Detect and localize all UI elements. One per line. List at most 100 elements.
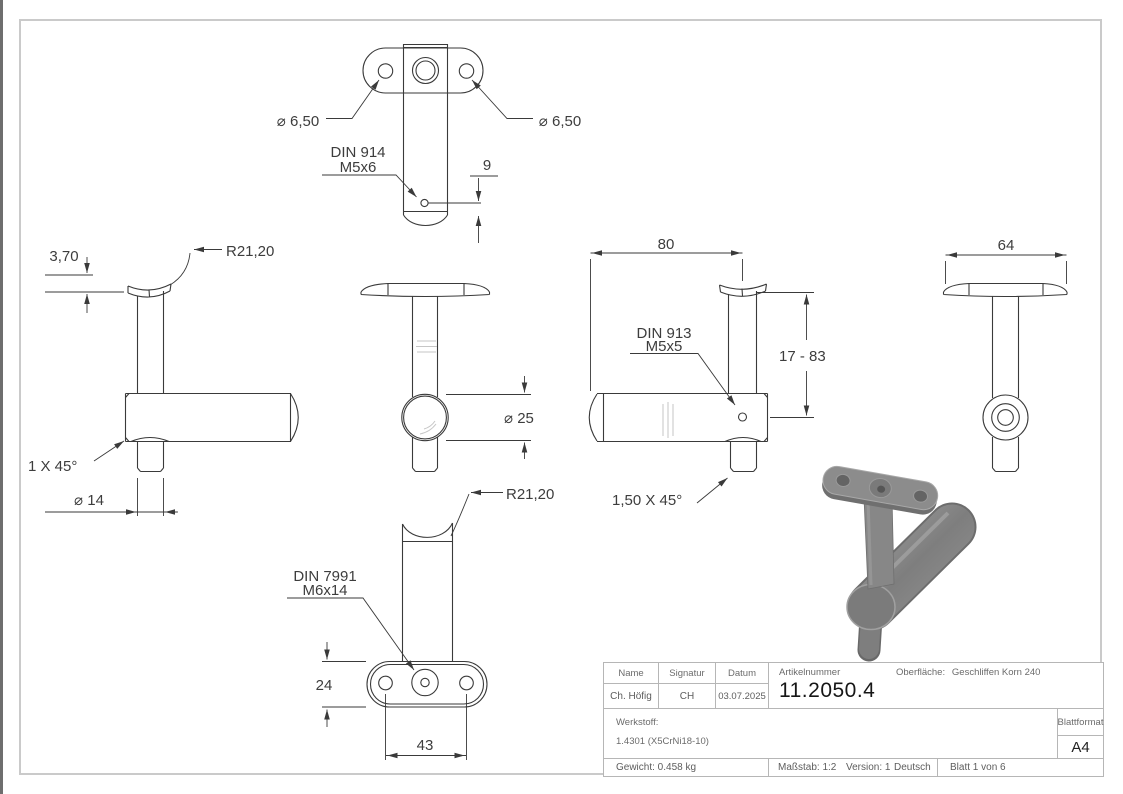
tube-marks (662, 402, 674, 438)
signature-header: Signatur (659, 663, 716, 684)
tube-end-outer (982, 394, 1029, 441)
dim-offset: 9 (483, 157, 491, 174)
post-edges (727, 291, 758, 393)
dim-diameter: ⌀ 25 (504, 410, 534, 427)
plate-hole-right (913, 489, 929, 503)
dim-length: 80 (658, 236, 675, 253)
sheet-format-header: Blattformat (1057, 709, 1103, 736)
cap-outline (360, 282, 491, 298)
tube-end-outer (401, 393, 449, 442)
dim-hole-spacing: 43 (417, 737, 434, 754)
dim64-extensions (945, 261, 1067, 284)
din914-label: DIN 914 (330, 144, 385, 161)
saddle-outline (127, 283, 172, 298)
material-value: 1.4301 (X5CrNi18-10) (616, 736, 709, 747)
post-edges (136, 291, 165, 393)
signature-value: CH (659, 684, 716, 709)
right-hole (458, 63, 475, 79)
article-number-label: Artikelnummer (779, 667, 841, 678)
post-marks (416, 340, 437, 353)
dim-thickness: 3,70 (49, 248, 78, 265)
right-side-view: 80 DIN 913 M5x5 17 - 83 1,50 X 45° (588, 236, 826, 509)
bottom-view: DIN 7991 M6x14 24 43 (287, 522, 488, 760)
stub-outline (136, 442, 165, 473)
front-view: ⌀ 25 R21,20 (360, 282, 554, 537)
tube-end-inner (403, 395, 447, 440)
sheet-number-cell: Blatt 1 von 6 (950, 762, 1006, 773)
mount-plate-outline (362, 47, 484, 94)
dim9-extension (428, 175, 498, 204)
dim24-extensions (322, 661, 366, 708)
leader-din913 (630, 353, 736, 406)
dim370-extensions (45, 274, 124, 293)
dim-hole-right: ⌀ 6,50 (539, 113, 581, 130)
plate-inner (369, 663, 485, 705)
set-screw-top (420, 198, 429, 208)
date-value: 03.07.2025 (716, 684, 769, 709)
stub-outline (991, 437, 1020, 473)
din913-label: DIN 913 (636, 325, 691, 342)
saddle-outline (718, 283, 768, 297)
stub-outline (729, 442, 758, 473)
din7991-label: DIN 7991 (293, 568, 356, 585)
left-hole (378, 675, 393, 691)
dim25-extensions (446, 394, 531, 441)
plate-hole-left (835, 473, 851, 487)
plate-group (822, 465, 939, 515)
sheet-frame (19, 19, 1102, 775)
dim-radius: R21,20 (506, 486, 554, 503)
center-hole-inner (415, 60, 436, 81)
din913-size: M5x5 (646, 338, 683, 355)
leader-din7991 (287, 597, 415, 671)
screw-head (411, 668, 439, 697)
dim-hole-left: ⌀ 6,50 (277, 113, 319, 130)
tube-outline (597, 392, 769, 443)
surface-label: Oberfläche: (896, 667, 946, 678)
post-break (402, 522, 454, 543)
product-render (822, 465, 977, 662)
stub-fillet (130, 436, 170, 443)
scale-version-cell: Maßstab: 1:2 Version: 1 Deutsch (769, 759, 938, 776)
din7991-size: M6x14 (302, 582, 347, 599)
material-label: Werkstoff: (616, 717, 659, 728)
article-cell: Artikelnummer 11.2050.4 Oberfläche: Gesc… (769, 663, 1103, 709)
dim1783-extensions (757, 292, 814, 418)
sheet-format-cell: A4 (1057, 736, 1103, 759)
cap-outline (942, 282, 1068, 298)
radius-arc-bottom (450, 493, 470, 537)
right-hole (459, 675, 474, 691)
language-value: Deutsch (894, 762, 931, 773)
post-highlight (866, 499, 873, 586)
back-view: 64 (942, 237, 1068, 473)
set-screw (737, 412, 748, 422)
post-edges (991, 296, 1020, 398)
leader-chamfer (696, 477, 728, 504)
leader-hole-right (471, 79, 533, 119)
surface-group: Oberfläche: Geschliffen Korn 240 (896, 667, 1040, 678)
name-header: Name (604, 663, 659, 684)
leader-hole-left (326, 79, 380, 119)
post-edges (401, 523, 454, 662)
window-edge (0, 0, 3, 794)
tube-swirl-marks (419, 420, 437, 435)
date-header: Datum (716, 663, 769, 684)
tube-chamfers (763, 393, 768, 442)
title-block: Name Signatur Datum Ch. Höfig CH 03.07.2… (603, 662, 1104, 777)
post-outline (402, 43, 449, 215)
material-cell: Werkstoff: 1.4301 (X5CrNi18-10) (604, 709, 1057, 759)
post-edges (411, 296, 439, 397)
top-view: ⌀ 6,50 ⌀ 6,50 DIN 914 M5x6 9 (277, 43, 581, 243)
left-hole (377, 63, 394, 79)
screw-socket (420, 677, 430, 688)
tube-end-inner (997, 409, 1014, 426)
version-value: Version: 1 (846, 762, 891, 773)
dim14-lines (45, 478, 177, 516)
tube-chamfers (125, 393, 130, 442)
tube-end-mid (991, 403, 1020, 432)
dim-radius: R21,20 (226, 243, 274, 260)
break-line (403, 214, 448, 227)
left-side-view: R21,20 3,70 1 X 45° ⌀ 14 (28, 243, 299, 516)
tube-dome-end (290, 393, 299, 442)
dim-height-range: 17 - 83 (779, 348, 826, 365)
